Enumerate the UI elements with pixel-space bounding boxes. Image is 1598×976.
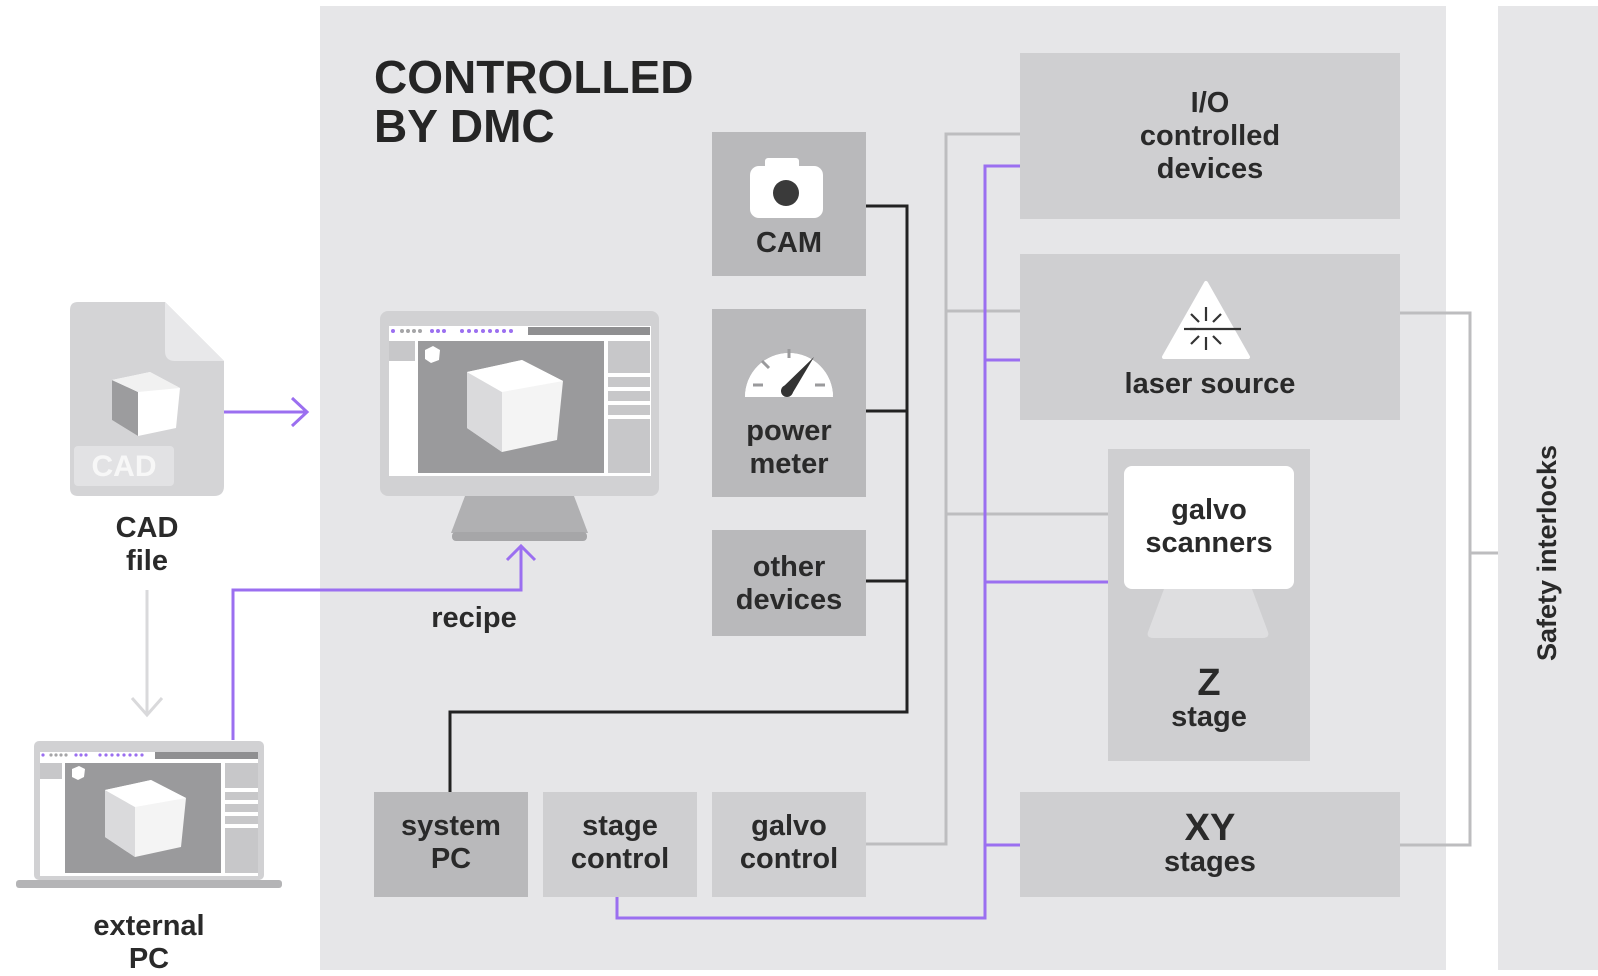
cam-label: CAM xyxy=(755,227,823,259)
system-pc-box xyxy=(374,792,528,897)
external-pc-label: external PC xyxy=(93,910,205,975)
safety-interlocks-label: Safety interlocks xyxy=(1532,444,1562,662)
power-meter-label: power meter xyxy=(746,415,832,480)
cad-badge-label: CAD xyxy=(91,450,157,483)
xy-stages-label: stages xyxy=(1164,846,1256,878)
stage-control-purple-line xyxy=(615,164,1020,920)
z-label: Z xyxy=(1197,662,1221,704)
io-devices-label: I/O controlled devices xyxy=(1139,87,1281,185)
galvo-scanners-label: galvo scanners xyxy=(1145,494,1273,559)
camera-icon xyxy=(750,158,823,218)
cad-file-icon xyxy=(70,302,224,496)
xy-stages-box xyxy=(1020,792,1400,897)
stage-control-box xyxy=(543,792,697,897)
z-stage-label: stage xyxy=(1171,701,1247,733)
cad-file-label: CAD file xyxy=(115,512,179,577)
system-pc-label: system PC xyxy=(401,810,501,875)
recipe-label: recipe xyxy=(431,602,517,634)
laptop-icon xyxy=(16,741,282,888)
safety-interlocks-panel xyxy=(1498,6,1598,970)
other-devices-box xyxy=(712,530,866,636)
galvo-control-box xyxy=(712,792,866,897)
laser-source-label: laser source xyxy=(1124,368,1296,400)
stage-control-label: stage control xyxy=(570,810,670,875)
dmc-title: CONTROLLED BY DMC xyxy=(374,51,694,152)
xy-label: XY xyxy=(1184,807,1236,849)
safety-loop-line xyxy=(1400,311,1472,847)
cam-control-line xyxy=(448,204,909,792)
galvo-scanners-box xyxy=(1124,466,1294,589)
other-devices-label: other devices xyxy=(735,551,843,616)
galvo-control-label: galvo control xyxy=(739,810,839,875)
cad-to-monitor-arrow xyxy=(224,396,310,428)
power-meter-box xyxy=(712,309,866,497)
cad-to-external-arrow xyxy=(130,590,164,718)
gauge-icon xyxy=(745,349,833,397)
monitor-icon xyxy=(380,311,659,541)
galvo-lens-shape xyxy=(1147,589,1269,638)
io-devices-box xyxy=(1020,53,1400,219)
laser-warning-icon xyxy=(1162,281,1250,359)
galvo-control-signal-line xyxy=(866,132,1020,846)
recipe-line xyxy=(231,543,537,740)
